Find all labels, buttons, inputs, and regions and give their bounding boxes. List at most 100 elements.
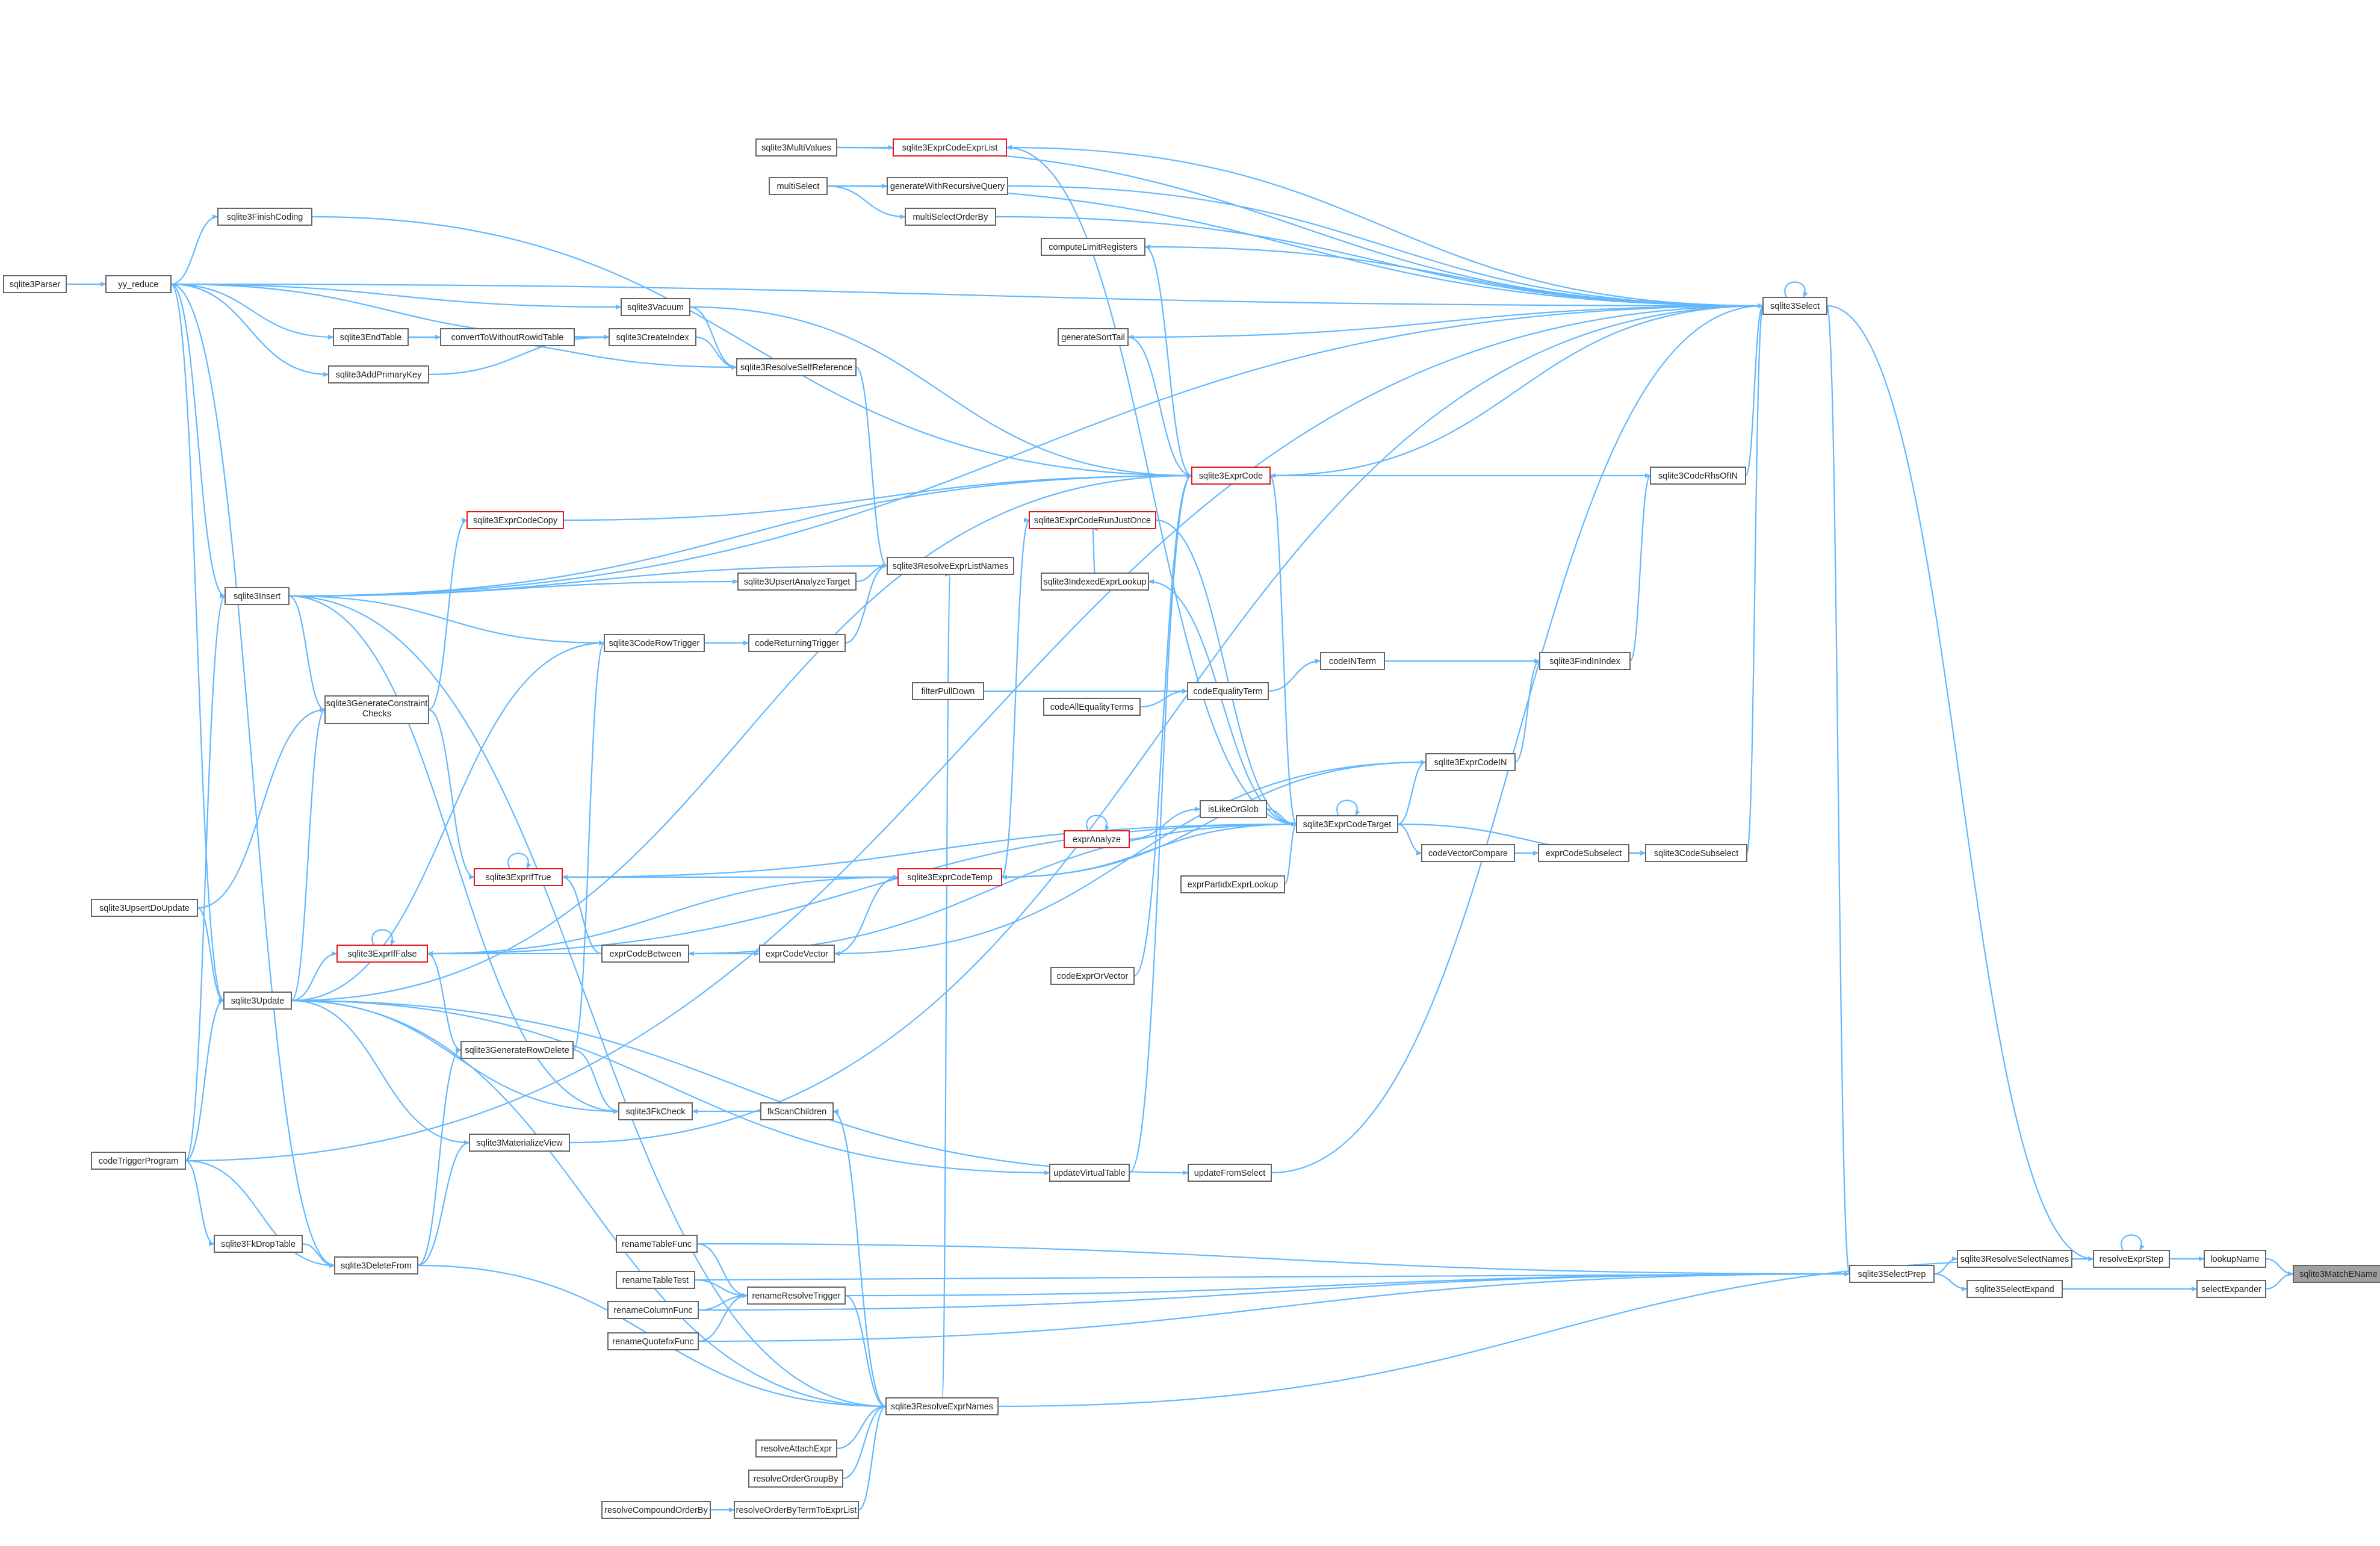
node-expr-code-subselect[interactable]: exprCodeSubselect <box>1538 844 1629 862</box>
node-sqlite3-resolve-expr-list-names[interactable]: sqlite3ResolveExprListNames <box>887 557 1014 575</box>
node-label: resolveExprStep <box>2100 1255 2163 1264</box>
node-code-interm[interactable]: codeINTerm <box>1320 652 1385 670</box>
node-rename-resolve-trigger[interactable]: renameResolveTrigger <box>747 1287 846 1305</box>
node-sqlite3-indexed-expr-lookup[interactable]: sqlite3IndexedExprLookup <box>1041 573 1149 591</box>
node-compute-limit-registers[interactable]: computeLimitRegisters <box>1041 238 1145 256</box>
node-code-returning-trigger[interactable]: codeReturningTrigger <box>748 634 846 652</box>
node-sqlite3-finish-coding[interactable]: sqlite3FinishCoding <box>217 208 312 226</box>
node-resolve-order-by-term-to-expr-list[interactable]: resolveOrderByTermToExprList <box>734 1501 859 1519</box>
node-sqlite3-expr-code-copy[interactable]: sqlite3ExprCodeCopy <box>466 511 564 529</box>
node-expr-analyze[interactable]: exprAnalyze <box>1064 830 1130 848</box>
node-box <box>336 945 428 963</box>
edge-sqlite3-upsert-do-update-to-sqlite3-generate-constraint-checks <box>197 707 326 909</box>
node-sqlite3-create-index[interactable]: sqlite3CreateIndex <box>609 328 696 346</box>
node-code-equality-term[interactable]: codeEqualityTerm <box>1187 682 1269 700</box>
node-label: sqlite3Insert <box>234 592 280 601</box>
node-sqlite3-expr-code[interactable]: sqlite3ExprCode <box>1191 467 1271 485</box>
node-code-vector-compare[interactable]: codeVectorCompare <box>1421 844 1515 862</box>
node-code-expr-or-vector[interactable]: codeExprOrVector <box>1050 967 1135 985</box>
node-sqlite3-generate-row-delete[interactable]: sqlite3GenerateRowDelete <box>460 1041 574 1059</box>
edge-sqlite3-expr-if-false-to-sqlite3-expr-if-false <box>371 929 395 946</box>
node-label: resolveCompoundOrderBy <box>604 1506 708 1515</box>
node-sqlite3-multi-values[interactable]: sqlite3MultiValues <box>755 138 837 157</box>
node-resolve-attach-expr[interactable]: resolveAttachExpr <box>755 1439 837 1458</box>
node-sqlite3-fk-drop-table[interactable]: sqlite3FkDropTable <box>214 1235 303 1253</box>
node-multi-select[interactable]: multiSelect <box>769 177 828 195</box>
node-sqlite3-code-row-trigger[interactable]: sqlite3CodeRowTrigger <box>604 634 705 652</box>
node-sqlite3-end-table[interactable]: sqlite3EndTable <box>333 328 409 346</box>
node-label: fkScanChildren <box>767 1107 826 1117</box>
node-sqlite3-resolve-expr-names[interactable]: sqlite3ResolveExprNames <box>885 1397 999 1415</box>
edge-yy-reduce-to-sqlite3-delete-from <box>170 283 335 1268</box>
node-box <box>755 138 837 157</box>
node-lookup-name[interactable]: lookupName <box>2204 1250 2266 1268</box>
node-label: sqlite3IndexedExprLookup <box>1044 577 1147 587</box>
edge-sqlite3-expr-code-target-to-sqlite3-indexed-expr-lookup <box>1148 579 1297 825</box>
node-expr-partidx-expr-lookup[interactable]: exprPartidxExprLookup <box>1180 875 1285 893</box>
node-sqlite3-expr-code-target[interactable]: sqlite3ExprCodeTarget <box>1296 815 1398 833</box>
node-code-all-equality-terms[interactable]: codeAllEqualityTerms <box>1043 698 1141 716</box>
node-select-expander[interactable]: selectExpander <box>2196 1280 2266 1298</box>
edge-layer <box>66 145 2294 1512</box>
node-sqlite3-code-rhs-of-in[interactable]: sqlite3CodeRhsOfIN <box>1650 467 1746 485</box>
node-sqlite3-expr-code-expr-list[interactable]: sqlite3ExprCodeExprList <box>893 138 1007 157</box>
node-rename-table-test[interactable]: renameTableTest <box>616 1271 695 1289</box>
node-resolve-compound-order-by[interactable]: resolveCompoundOrderBy <box>601 1501 711 1519</box>
node-sqlite3-delete-from[interactable]: sqlite3DeleteFrom <box>334 1256 418 1274</box>
node-sqlite3-expr-code-in[interactable]: sqlite3ExprCodeIN <box>1425 753 1516 771</box>
node-sqlite3-expr-code-temp[interactable]: sqlite3ExprCodeTemp <box>897 868 1002 886</box>
node-update-from-select[interactable]: updateFromSelect <box>1188 1164 1272 1182</box>
node-filter-pull-down[interactable]: filterPullDown <box>912 682 984 700</box>
node-generate-sort-tail[interactable]: generateSortTail <box>1058 328 1129 346</box>
edge-resolve-order-group-by-to-sqlite3-resolve-expr-names <box>842 1404 887 1480</box>
node-sqlite3-resolve-self-reference[interactable]: sqlite3ResolveSelfReference <box>736 358 857 376</box>
node-sqlite3-add-primary-key[interactable]: sqlite3AddPrimaryKey <box>328 365 429 383</box>
edge-multi-select-order-by-to-sqlite3-select <box>995 216 1764 308</box>
node-box <box>616 1235 698 1253</box>
edge-update-from-select-to-sqlite3-select <box>1271 303 1764 1174</box>
node-code-trigger-program[interactable]: codeTriggerProgram <box>91 1152 186 1170</box>
node-sqlite3-expr-if-false[interactable]: sqlite3ExprIfFalse <box>336 945 428 963</box>
edge-sqlite3-expr-code-target-to-code-vector-compare <box>1397 823 1422 855</box>
node-rename-column-func[interactable]: renameColumnFunc <box>607 1301 699 1319</box>
node-sqlite3-resolve-select-names[interactable]: sqlite3ResolveSelectNames <box>1957 1250 2072 1268</box>
node-multi-select-order-by[interactable]: multiSelectOrderBy <box>905 208 996 226</box>
node-rename-table-func[interactable]: renameTableFunc <box>616 1235 698 1253</box>
node-rename-quotefix-func[interactable]: renameQuotefixFunc <box>607 1332 699 1350</box>
node-sqlite3-update[interactable]: sqlite3Update <box>223 992 292 1010</box>
node-sqlite3-expr-if-true[interactable]: sqlite3ExprIfTrue <box>474 868 563 886</box>
edge-sqlite3-code-subselect-to-sqlite3-select <box>1746 303 1764 854</box>
node-sqlite3-select-prep[interactable]: sqlite3SelectPrep <box>1849 1265 1935 1283</box>
node-sqlite3-match-ename[interactable]: sqlite3MatchEName <box>2293 1265 2380 1283</box>
node-resolve-expr-step[interactable]: resolveExprStep <box>2093 1250 2170 1268</box>
node-expr-code-between[interactable]: exprCodeBetween <box>601 945 689 963</box>
node-fk-scan-children[interactable]: fkScanChildren <box>760 1102 834 1120</box>
edge-sqlite3-expr-code-in-to-expr-code-vector <box>834 761 1427 956</box>
node-sqlite3-upsert-analyze-target[interactable]: sqlite3UpsertAnalyzeTarget <box>737 573 857 591</box>
node-sqlite3-insert[interactable]: sqlite3Insert <box>225 587 290 605</box>
node-expr-code-vector[interactable]: exprCodeVector <box>759 945 835 963</box>
node-label: exprAnalyze <box>1073 835 1121 845</box>
node-resolve-order-group-by[interactable]: resolveOrderGroupBy <box>748 1470 843 1488</box>
edge-sqlite3-create-index-to-sqlite3-resolve-self-reference <box>695 336 737 370</box>
node-sqlite3-code-subselect[interactable]: sqlite3CodeSubselect <box>1645 844 1747 862</box>
node-sqlite3-fk-check[interactable]: sqlite3FkCheck <box>618 1102 693 1120</box>
node-label: sqlite3ExprIfFalse <box>347 949 417 959</box>
node-sqlite3-expr-code-run-just-once[interactable]: sqlite3ExprCodeRunJustOnce <box>1029 511 1156 529</box>
node-sqlite3-find-in-index[interactable]: sqlite3FindInIndex <box>1539 652 1631 670</box>
node-convert-to-without-rowid-table[interactable]: convertToWithoutRowidTable <box>440 328 575 346</box>
node-sqlite3-materialize-view[interactable]: sqlite3MaterializeView <box>469 1134 570 1152</box>
node-update-virtual-table[interactable]: updateVirtualTable <box>1049 1164 1130 1182</box>
node-sqlite3-upsert-do-update[interactable]: sqlite3UpsertDoUpdate <box>91 899 198 917</box>
node-generate-with-recursive-query[interactable]: generateWithRecursiveQuery <box>887 177 1008 195</box>
edge-sqlite3-indexed-expr-lookup-to-sqlite3-expr-code-run-just-once <box>1091 526 1099 574</box>
node-sqlite3-select-expand[interactable]: sqlite3SelectExpand <box>1966 1280 2063 1298</box>
edge-rename-table-test-to-rename-resolve-trigger <box>694 1279 748 1298</box>
edge-sqlite3-insert-to-sqlite3-select <box>288 303 1764 597</box>
node-yy-reduce[interactable]: yy_reduce <box>105 275 172 293</box>
node-sqlite3-parser[interactable]: sqlite3Parser <box>3 275 67 293</box>
node-sqlite3-select[interactable]: sqlite3Select <box>1762 297 1827 315</box>
node-sqlite3-vacuum[interactable]: sqlite3Vacuum <box>621 298 690 316</box>
node-is-like-or-glob[interactable]: isLikeOrGlob <box>1200 800 1267 818</box>
